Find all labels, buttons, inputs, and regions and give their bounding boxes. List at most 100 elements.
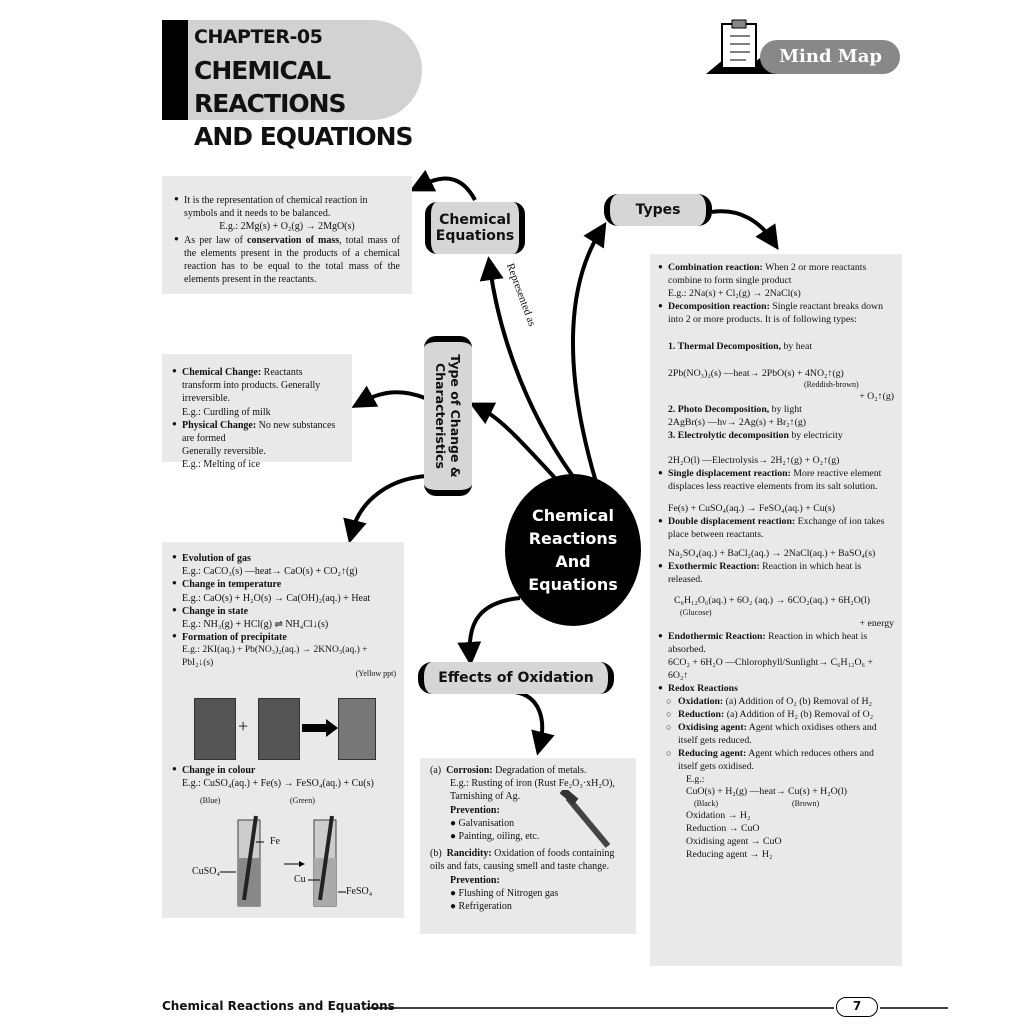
oxidation-def: Oxidation: (a) Addition of O₂ (b) Remova…	[666, 696, 894, 709]
photo-equation: 2AgBr(s) —hν→ 2Ag(s) + Br₂↑(g)	[668, 416, 806, 428]
fe-label: Fe	[270, 836, 280, 847]
gas-example: E.g.: CaCO₃(s) —heat→ CaO(s) + CO₂↑(g)	[182, 566, 358, 578]
redox-result-4: Reducing agent → H₂	[686, 848, 773, 860]
temp-example: E.g.: CaO(s) + H₂O(s) → Ca(OH)₂(aq.) + H…	[182, 592, 371, 604]
redox-result-1: Oxidation → H₂	[686, 809, 751, 821]
arrow-icon	[302, 719, 338, 737]
thermal-o2: + O₂↑(g)	[859, 391, 894, 402]
state-example: E.g.: NH₃(g) + HCl(g) ⇌ NH₄Cl↓(s)	[182, 618, 329, 630]
corrosion: (a) Corrosion: Degradation of metals.	[430, 765, 587, 776]
physical-change-example: E.g.: Melting of ice	[182, 459, 261, 471]
photo-decomposition: 2. Photo Decomposition, by light	[668, 403, 802, 415]
colour-heading: Change in colour	[172, 764, 402, 777]
gas-heading: Evolution of gas	[172, 552, 396, 565]
cuo-equation: CuO(s) + H₂(g) —heat→ Cu(s) + H₂O(l)	[686, 786, 847, 798]
type-of-change-label: Type of Change & Characteristics	[433, 354, 463, 478]
corrosion-prevention: Prevention:	[450, 804, 500, 816]
rusty-nail-icon	[560, 790, 611, 848]
glucose-label: (Glucose)	[680, 607, 712, 617]
galvanisation: ● Galvanisation	[450, 817, 515, 829]
title-line-1: CHEMICAL REACTIONS	[194, 56, 347, 118]
electrolytic-equation: 2H₂O(l) —Electrolysis→ 2H₂↑(g) + O₂↑(g)	[668, 454, 840, 466]
footer-title: Chemical Reactions and Equations	[162, 999, 395, 1013]
temp-heading: Change in temperature	[172, 578, 396, 591]
chapter-title: CHEMICAL REACTIONS AND EQUATIONS	[194, 54, 422, 153]
equations-panel: It is the representation of chemical rea…	[162, 176, 412, 294]
types-panel: Combination reaction: When 2 or more rea…	[650, 254, 902, 966]
node-equations-line2: Equations	[435, 228, 515, 244]
center-line-1: Chemical	[532, 506, 614, 525]
oxidation-panel: (a) Corrosion: Degradation of metals. E.…	[420, 758, 636, 934]
physical-change: Physical Change: No new substances are f…	[172, 419, 342, 445]
physical-change-note: Generally reversible.	[182, 446, 266, 458]
center-line-4: Equations	[528, 575, 618, 594]
ppt-note: (Yellow ppt)	[355, 669, 396, 679]
cuso4-label: CuSO₄	[192, 866, 220, 877]
equations-point-2: As per law of conservation of mass, tota…	[174, 234, 400, 287]
blue-label: (Blue)	[200, 796, 221, 805]
reduction-def: Reduction: (a) Addition of H₂ (b) Remova…	[666, 709, 894, 722]
redox-heading: Redox Reactions	[658, 683, 894, 696]
reducing-agent-def: Reducing agent: Agent which reduces othe…	[666, 748, 894, 774]
ppt-example: E.g.: 2KI(aq.) + Pb(NO₃)₂(aq.) → 2KNO₃(a…	[182, 645, 368, 668]
energy-label: + energy	[859, 618, 894, 630]
thermal-decomposition: 1. Thermal Decomposition, by heat	[668, 340, 813, 352]
redox-eg: E.g.:	[686, 773, 705, 785]
corrosion-example: E.g.: Rusting of iron (Rust Fe₂O₃·xH₂O),…	[450, 778, 615, 803]
center-line-3: And	[555, 552, 591, 571]
test-tube-photo-1	[194, 698, 236, 760]
node-chemical-equations: Chemical Equations	[425, 202, 525, 254]
combination-example: E.g.: 2Na(s) + Cl₂(g) → 2NaCl(s)	[668, 287, 801, 299]
chemical-change: Chemical Change: Reactants transform int…	[172, 366, 342, 406]
equations-point-1: It is the representation of chemical rea…	[174, 194, 400, 220]
title-line-2: AND EQUATIONS	[194, 122, 414, 151]
beaker-diagram	[220, 815, 346, 907]
feso4-label: FeSO₄	[346, 886, 373, 897]
single-displacement: Single displacement reaction: More react…	[658, 468, 894, 494]
rancidity-prevention: Prevention:	[450, 874, 500, 886]
exothermic-reaction: Exothermic Reaction: Reaction in which h…	[658, 561, 894, 587]
clipboard-icon	[706, 19, 780, 74]
painting: ● Painting, oiling, etc.	[450, 830, 540, 842]
center-line-2: Reactions	[528, 529, 618, 548]
redox-result-3: Oxidising agent → CuO	[686, 835, 782, 847]
double-displacement-equation: Na₂SO₄(aq.) + BaCl₂(aq.) → 2NaCl(aq.) + …	[668, 548, 876, 560]
page-number: 7	[836, 997, 878, 1017]
node-equations-line1: Chemical	[439, 212, 511, 228]
plus-sign: +	[238, 716, 249, 736]
double-displacement: Double displacement reaction: Exchange o…	[658, 516, 894, 542]
precipitate-photo	[338, 698, 376, 760]
exothermic-equation: C₆H₁₂O₆(aq.) + 6O₂ (aq.) → 6CO₂(aq.) + 6…	[674, 594, 871, 606]
ppt-heading: Formation of precipitate	[172, 631, 396, 644]
colour-block: Change in colour E.g.: CuSO₄(aq.) + Fe(s…	[172, 764, 402, 790]
redox-result-2: Reduction → CuO	[686, 822, 760, 834]
thermal-equation: 2Pb(NO₃)₂(s) —heat→ 2PbO(s) + 4NO₂↑(g)	[668, 367, 844, 379]
test-tube-photo-2	[258, 698, 300, 760]
refrigeration: ● Refrigeration	[450, 900, 512, 912]
chemical-change-example: E.g.: Curdling of milk	[182, 406, 271, 418]
combination-reaction: Combination reaction: When 2 or more rea…	[658, 262, 894, 288]
rancidity: (b) Rancidity: Oxidation of foods contai…	[430, 848, 615, 873]
endothermic-reaction: Endothermic Reaction: Reaction in which …	[658, 631, 894, 657]
change-panel: Chemical Change: Reactants transform int…	[162, 354, 352, 470]
mind-map-badge: Mind Map	[760, 40, 900, 74]
chapter-number: CHAPTER-05	[194, 26, 323, 48]
header-bar	[162, 20, 188, 120]
cu-label: Cu	[294, 874, 306, 885]
colour-notes: (Black)(Brown)	[694, 799, 820, 809]
node-types: Types	[604, 194, 712, 226]
chapter-header: CHAPTER-05 CHEMICAL REACTIONS AND EQUATI…	[162, 20, 422, 151]
node-effects-of-oxidation: Effects of Oxidation	[418, 662, 614, 694]
state-heading: Change in state	[172, 605, 396, 618]
colour-example: E.g.: CuSO₄(aq.) + Fe(s) → FeSO₄(aq.) + …	[182, 778, 374, 790]
central-topic: Chemical Reactions And Equations	[505, 474, 641, 626]
decomposition-reaction: Decomposition reaction: Single reactant …	[658, 301, 894, 327]
green-label: (Green)	[290, 796, 315, 805]
node-type-of-change: Type of Change & Characteristics	[424, 336, 472, 496]
electrolytic-decomposition: 3. Electrolytic decomposition by electri…	[668, 429, 843, 441]
flushing: ● Flushing of Nitrogen gas	[450, 887, 559, 899]
endothermic-equation: 6CO₂ + 6H₂O —Chlorophyll/Sunlight→ C₆H₁₂…	[668, 657, 873, 682]
equations-example: E.g.: 2Mg(s) + O₂(g) → 2MgO(s)	[219, 221, 355, 233]
reddish-brown-note: (Reddish-brown)	[804, 380, 859, 390]
